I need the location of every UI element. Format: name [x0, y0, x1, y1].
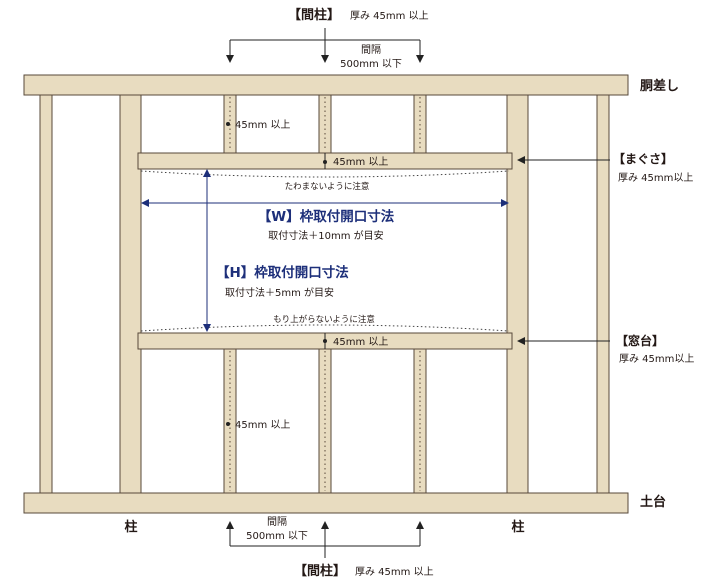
bottom-post-title: 【間柱】: [294, 563, 346, 579]
top-post-note: 厚み 45mm 以上: [350, 10, 429, 22]
magusa-thickness: 45mm 以上: [333, 156, 388, 168]
top-spacing-line1: 間隔: [361, 44, 381, 56]
magusa-note: 厚み 45mm以上: [618, 172, 693, 184]
post-outer-left: [39, 94, 53, 494]
post-outer-right: [596, 94, 610, 494]
stud-lower-3: [413, 348, 427, 494]
sill-dot: [323, 339, 327, 343]
sill-title: 【窓台】: [616, 333, 664, 348]
magusa-warning: たわまないように注意: [285, 181, 370, 192]
bottom-spacing-line2: 500mm 以下: [246, 531, 308, 542]
w-dimension-arrow: [141, 199, 509, 207]
header-beam-label: 胴差し: [640, 78, 679, 94]
sill-bulge-curve: [140, 324, 510, 332]
h-title: 【H】枠取付開口寸法: [216, 264, 349, 281]
top-spacing-line2: 500mm 以下: [340, 59, 402, 70]
base-beam: [23, 492, 629, 514]
stud-lower-2: [318, 348, 332, 494]
stud-upper-dot: [226, 122, 230, 126]
post-left-label: 柱: [124, 519, 137, 535]
sill-thickness: 45mm 以上: [333, 336, 388, 348]
post-right-label: 柱: [511, 519, 524, 535]
bottom-post-note: 厚み 45mm 以上: [355, 566, 434, 578]
bottom-spacing-line1: 間隔: [267, 516, 287, 528]
w-title: 【W】枠取付開口寸法: [258, 208, 395, 225]
top-post-title: 【間柱】: [288, 7, 340, 23]
h-note: 取付寸法＋5mm が目安: [225, 286, 334, 299]
stud-lower-dot: [226, 422, 230, 426]
stud-center-lines: [229, 97, 421, 491]
w-note: 取付寸法＋10mm が目安: [268, 229, 383, 242]
stud-upper-note: 45mm 以上: [235, 119, 290, 131]
bottom-spacing-dimension: [226, 521, 424, 558]
magusa-deflection-curve: [140, 170, 510, 178]
sill-note: 厚み 45mm以上: [619, 353, 694, 365]
header-beam: [23, 74, 629, 96]
top-spacing-dimension: [226, 28, 424, 63]
magusa-title: 【まぐさ】: [613, 151, 673, 166]
sill-warning: もり上がらないように注意: [273, 314, 375, 325]
base-beam-label: 土台: [640, 494, 666, 510]
magusa-dot: [323, 160, 327, 164]
stud-lower-note: 45mm 以上: [235, 419, 290, 431]
h-dimension-arrow: [203, 169, 211, 332]
